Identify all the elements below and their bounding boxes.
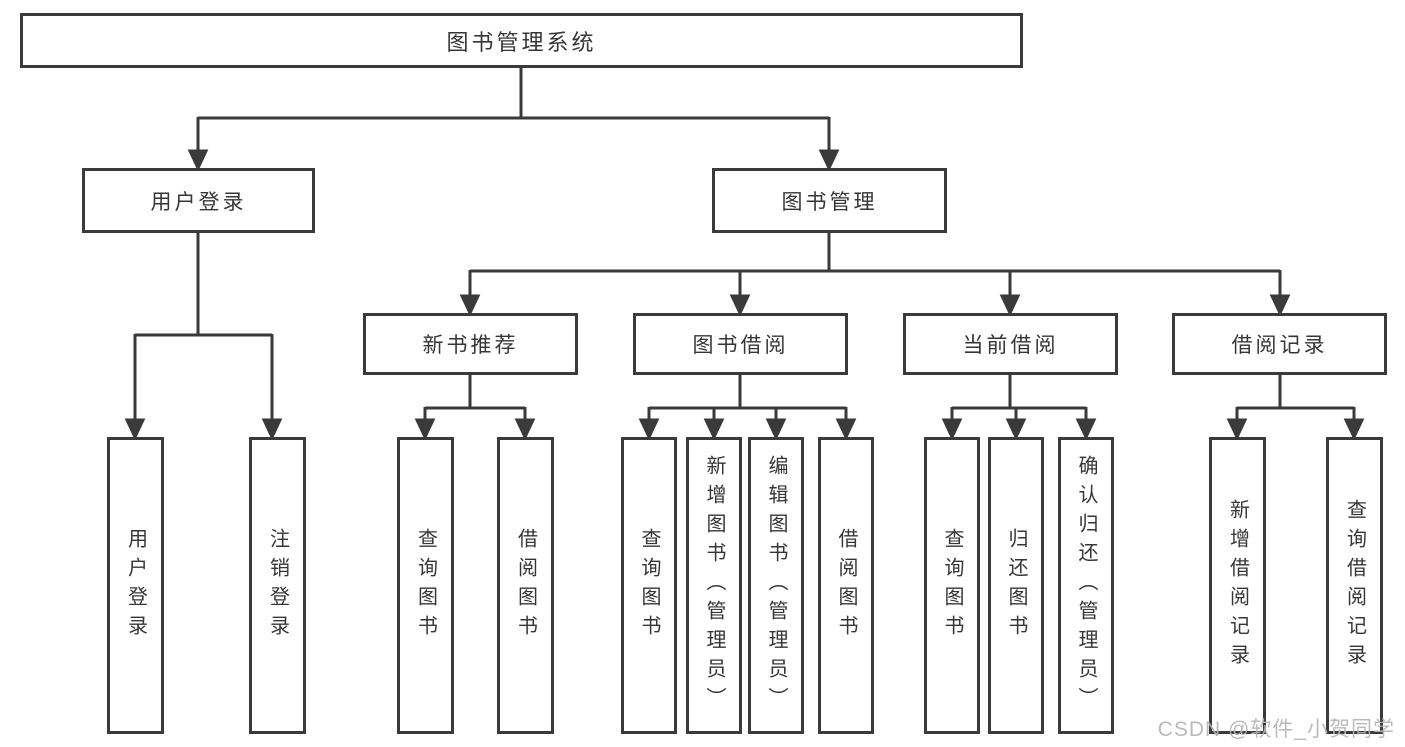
node-current-borrow: 当前借阅 [903,313,1118,375]
node-root-library-system: 图书管理系统 [20,13,1023,68]
leaf-edit-book-admin: 编辑图书（管理员） [748,437,804,734]
node-label: 图书管理系统 [446,29,597,55]
connector-group-book-borrow [638,375,857,441]
node-label: 借阅记录 [1231,334,1328,357]
connector-group-current-borrow [941,375,1097,441]
leaf-user-login: 用户登录 [107,437,164,734]
csdn-watermark: CSDN @软件_小贺同学 [1157,718,1395,741]
node-label: 图书管理 [781,190,878,214]
node-book-borrow: 图书借阅 [633,313,848,375]
node-label: 用户登录 [150,190,247,214]
leaf-return-book: 归还图书 [988,437,1044,734]
leaf-add-borrow-record: 新增借阅记录 [1209,437,1266,734]
node-book-management: 图书管理 [712,168,947,233]
connector-group-borrow-records [1226,375,1365,441]
connector-group-user-login [124,233,283,441]
leaf-query-books-current: 查询图书 [924,437,980,734]
node-new-book-recommend: 新书推荐 [363,313,578,375]
leaf-add-book-admin: 新增图书（管理员） [686,437,742,734]
leaf-borrow-books: 借阅图书 [818,437,874,734]
node-user-login: 用户登录 [82,168,315,233]
connector-group-book-management [459,233,1291,317]
connector-group-new-book [414,375,536,441]
leaf-query-books-borrow: 查询图书 [621,437,677,734]
node-label: 图书借阅 [692,334,789,357]
node-borrow-records: 借阅记录 [1172,313,1387,375]
leaf-borrow-books-recommend: 借阅图书 [497,437,554,734]
leaf-confirm-return-admin: 确认归还（管理员） [1058,437,1114,734]
node-label: 当前借阅 [962,334,1059,357]
node-label: 新书推荐 [422,334,519,357]
leaf-query-borrow-record: 查询借阅记录 [1326,437,1383,734]
connector-group-root [187,68,840,172]
leaf-logout: 注销登录 [249,437,306,734]
leaf-query-books-recommend: 查询图书 [397,437,454,734]
